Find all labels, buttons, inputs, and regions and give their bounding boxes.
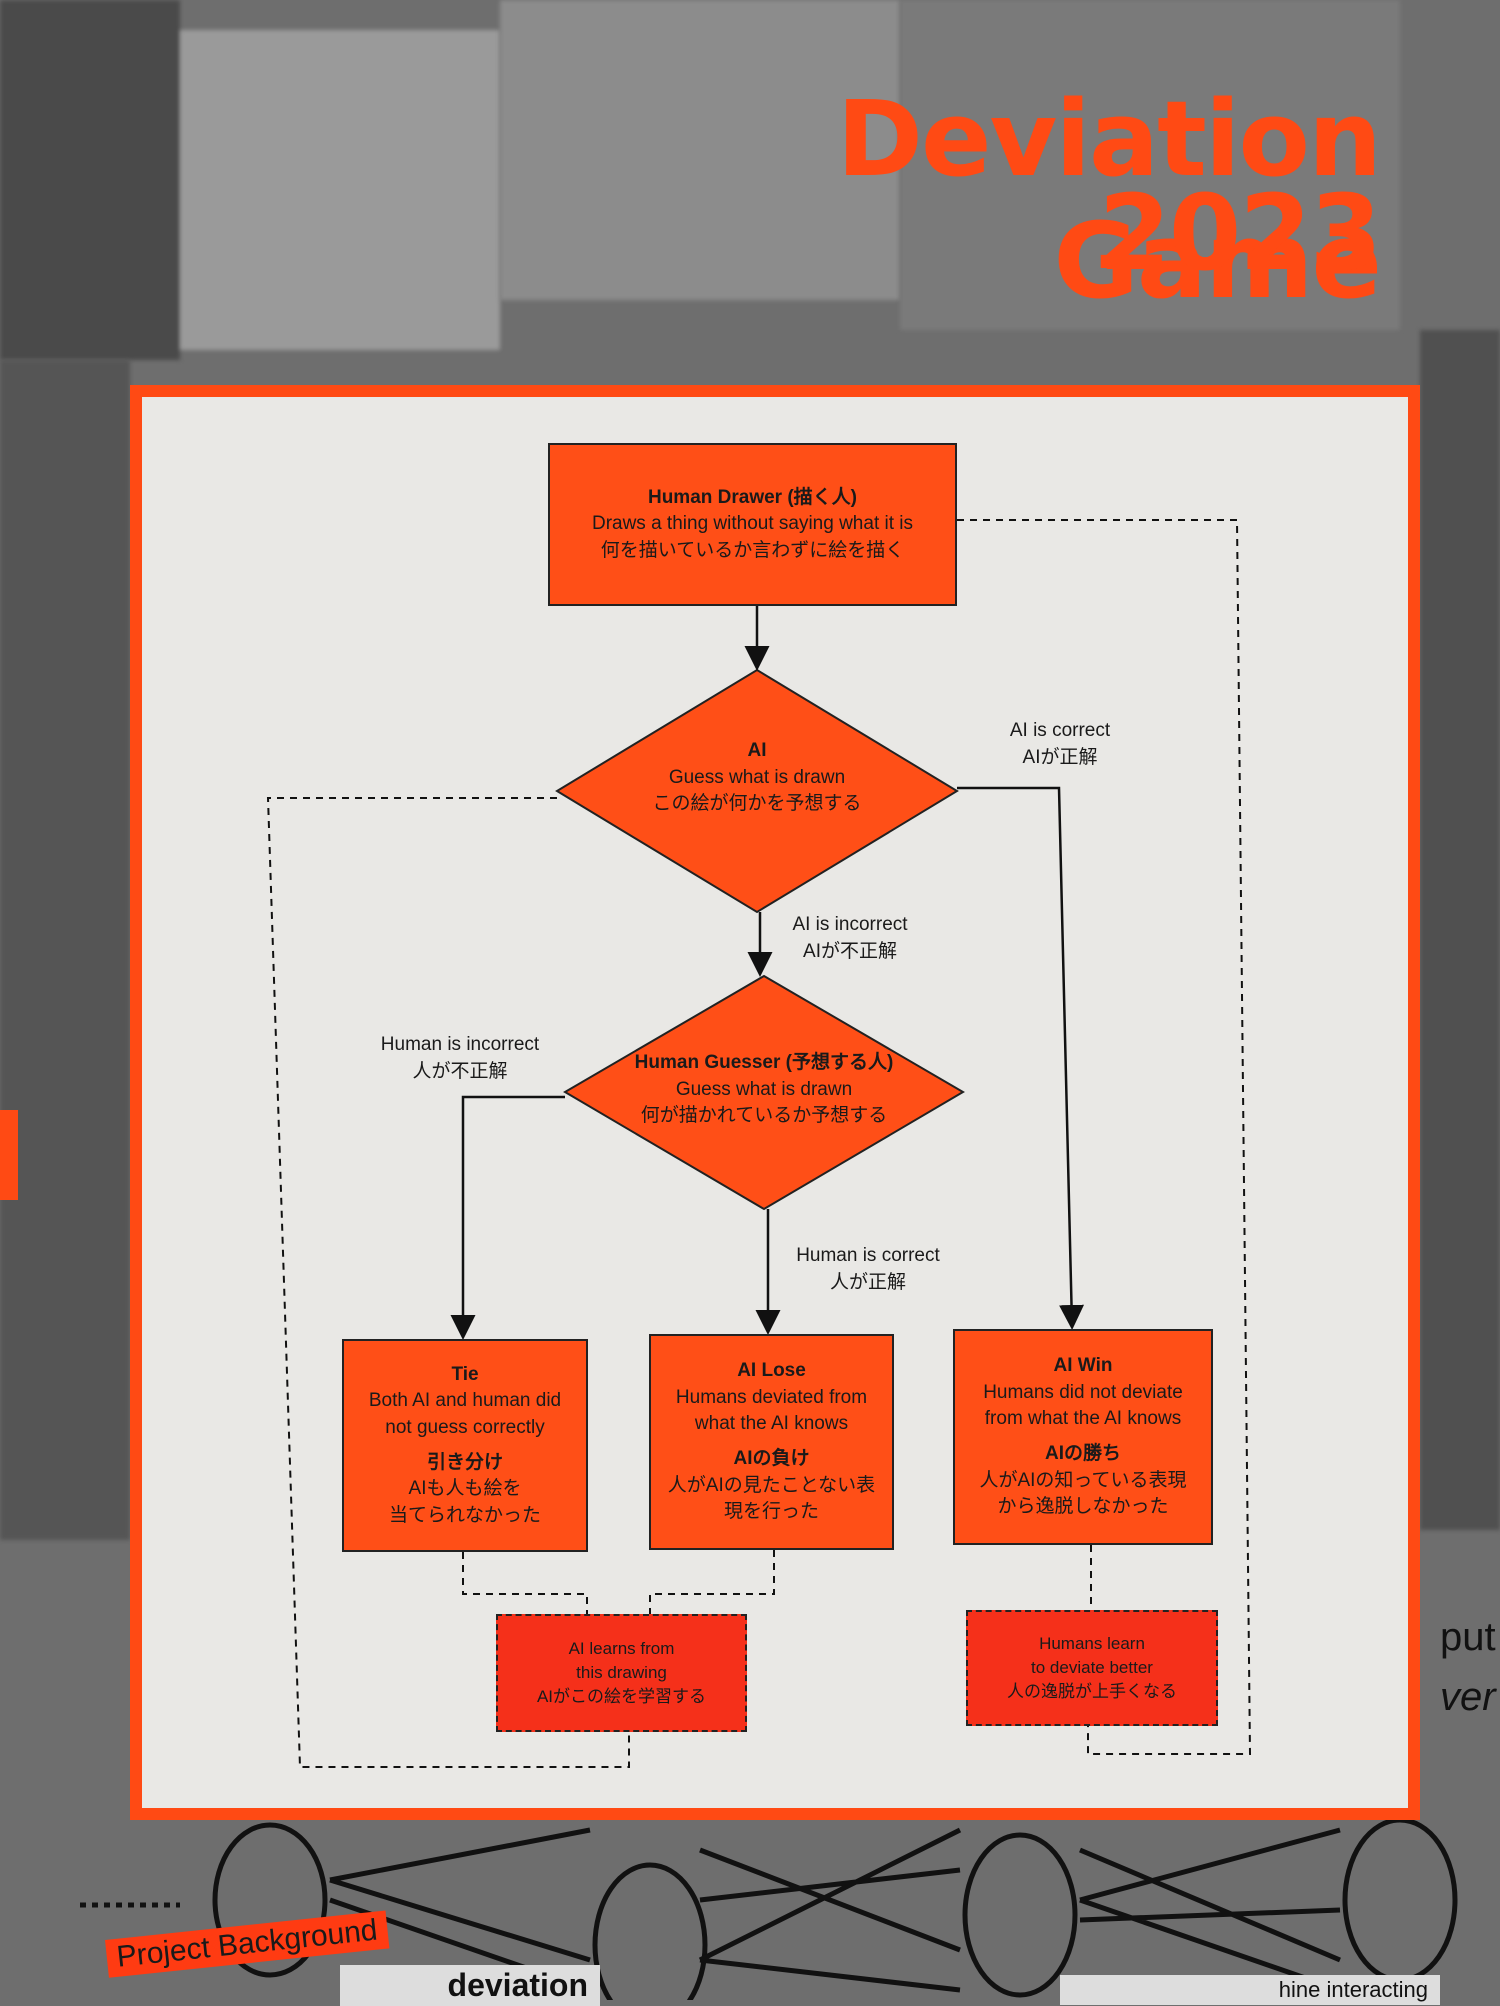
text: 人がAIの知っている表現 [979, 1469, 1187, 1491]
text: Humans learn [1039, 1634, 1145, 1654]
text: not guess correctly [385, 1416, 545, 1438]
ai-diamond-text: AI Guess what is drawn この絵が何かを予想する [607, 738, 907, 818]
text: 人がAIの見たことない表 [667, 1474, 876, 1496]
text: 当てられなかった [388, 1504, 541, 1526]
portrait-tile [900, 0, 1400, 330]
text: this drawing [576, 1663, 667, 1683]
text: 現を行った [723, 1501, 819, 1523]
ai-ja: この絵が何かを予想する [652, 793, 862, 815]
text: Human is incorrect [380, 1034, 540, 1055]
text: Both AI and human did [368, 1390, 562, 1412]
text: from what the AI knows [984, 1408, 1182, 1430]
accent-mark [0, 1110, 18, 1200]
text: 引き分け [426, 1451, 503, 1473]
text: から逸脱しなかった [997, 1496, 1169, 1518]
text: AI is correct [1009, 720, 1111, 741]
poster-year: 2023 [1098, 172, 1382, 294]
heading-fragment: deviation [340, 1965, 600, 2006]
side-text-fragment: ver [1440, 1675, 1496, 1719]
text: to deviate better [1031, 1658, 1153, 1678]
text: Humans deviated from [675, 1386, 868, 1408]
text: AIが正解 [1022, 746, 1098, 768]
text: AIの負け [733, 1448, 810, 1469]
ai-en: Guess what is drawn [668, 766, 846, 788]
text: AIも人も絵を [408, 1478, 522, 1500]
arrow-human-incorrect [450, 1095, 565, 1340]
text: 人が正解 [829, 1271, 906, 1293]
text: Human is correct [796, 1245, 940, 1266]
human-guesser-diamond [563, 974, 965, 1211]
label-human-incorrect: Human is incorrect 人が不正解 [360, 1032, 560, 1085]
arrow-ai-correct [957, 786, 1085, 1330]
portrait-tile [500, 0, 900, 300]
guesser-ja: 何が描かれているか予想する [640, 1105, 888, 1127]
text: AIの勝ち [1044, 1443, 1121, 1464]
text: AIが不正解 [803, 940, 897, 962]
side-text-fragment: put [1440, 1615, 1496, 1659]
text: AI learns from [568, 1639, 675, 1659]
guesser-title: Human Guesser (予想する人) [634, 1052, 894, 1073]
poster-title: Deviation Game [836, 78, 1382, 322]
ai-title: AI [747, 740, 767, 761]
portrait-tile [1420, 330, 1500, 1530]
portrait-tile [0, 0, 180, 360]
guesser-diamond-text: Human Guesser (予想する人) Guess what is draw… [594, 1050, 934, 1130]
text: AI Lose [737, 1360, 806, 1382]
body-text-fragment: hine interacting [1060, 1975, 1440, 2005]
text: 人の逸脱が上手くなる [1007, 1681, 1177, 1701]
drawer-title: Human Drawer (描く人) [647, 486, 858, 508]
guesser-en: Guess what is drawn [675, 1078, 853, 1100]
loop-humans-learn [957, 519, 1252, 1755]
portrait-tile [0, 360, 130, 1540]
drawer-en: Draws a thing without saying what it is [591, 513, 914, 535]
drawer-ja: 何を描いているか言わずに絵を描く [600, 539, 905, 561]
text: AIがこの絵を学習する [536, 1686, 707, 1706]
label-human-correct: Human is correct 人が正解 [778, 1243, 958, 1296]
text: AI is incorrect [792, 914, 908, 935]
loop-ai-learns [266, 797, 630, 1768]
ai-decision-diamond [555, 668, 959, 914]
text: AI Win [1053, 1355, 1113, 1377]
humans-learn-box: Humans learn to deviate better 人の逸脱が上手くなる [966, 1610, 1218, 1726]
human-drawer-box: Human Drawer (描く人) Draws a thing without… [548, 443, 957, 606]
text: 人が不正解 [412, 1060, 508, 1082]
text: Humans did not deviate [983, 1381, 1183, 1403]
text: what the AI knows [694, 1413, 849, 1435]
text: Tie [451, 1363, 479, 1385]
portrait-tile [180, 30, 500, 350]
